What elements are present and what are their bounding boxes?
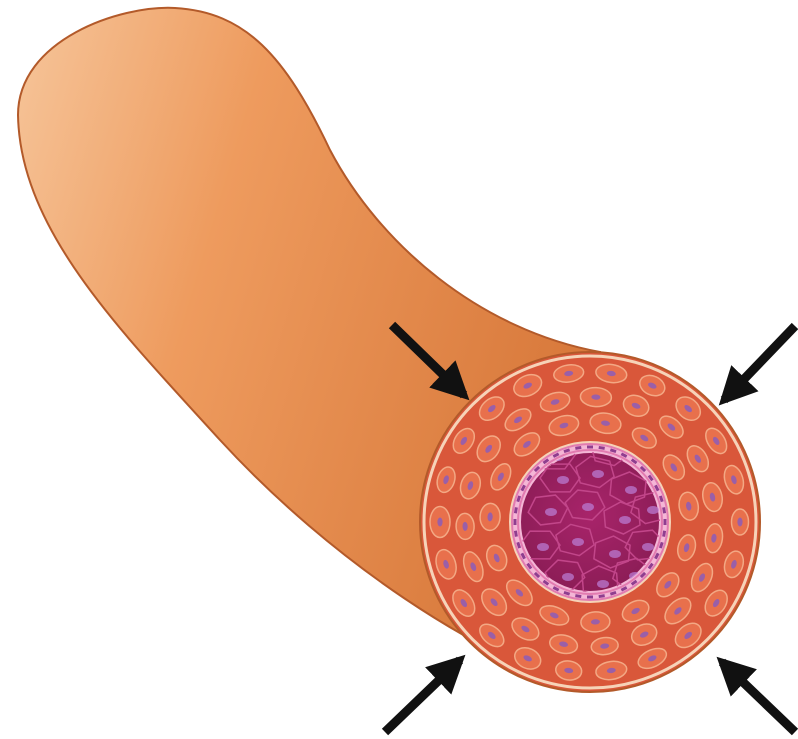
lumen-ring-cell	[514, 519, 517, 525]
lumen-ring-cell	[664, 519, 667, 525]
lumen-cell-nucleus	[592, 470, 604, 478]
lumen-cell-nucleus	[597, 580, 609, 588]
lumen-cell-nucleus	[625, 486, 637, 494]
lumen-cell-nucleus	[557, 476, 569, 484]
lumen-cell-nucleus	[582, 503, 594, 511]
lumen-cell-nucleus	[545, 508, 557, 516]
lumen-cell-nucleus	[609, 550, 621, 558]
arrow-upper-right	[724, 326, 795, 400]
lumen-ring-cell	[587, 446, 593, 449]
lumen-ring-cell	[587, 596, 593, 599]
arrow-lower-left	[385, 660, 460, 732]
wall-cell-nucleus	[437, 518, 442, 527]
lumen-cell-nucleus	[642, 543, 654, 551]
wall-cell-nucleus	[737, 518, 742, 527]
lumen-cell-nucleus	[647, 506, 659, 514]
lumen-cell-nucleus	[562, 573, 574, 581]
arrow-lower-right	[722, 662, 795, 732]
lumen-cell-nucleus	[537, 543, 549, 551]
lumen-cell-nucleus	[572, 538, 584, 546]
lumen-cell-nucleus	[619, 516, 631, 524]
